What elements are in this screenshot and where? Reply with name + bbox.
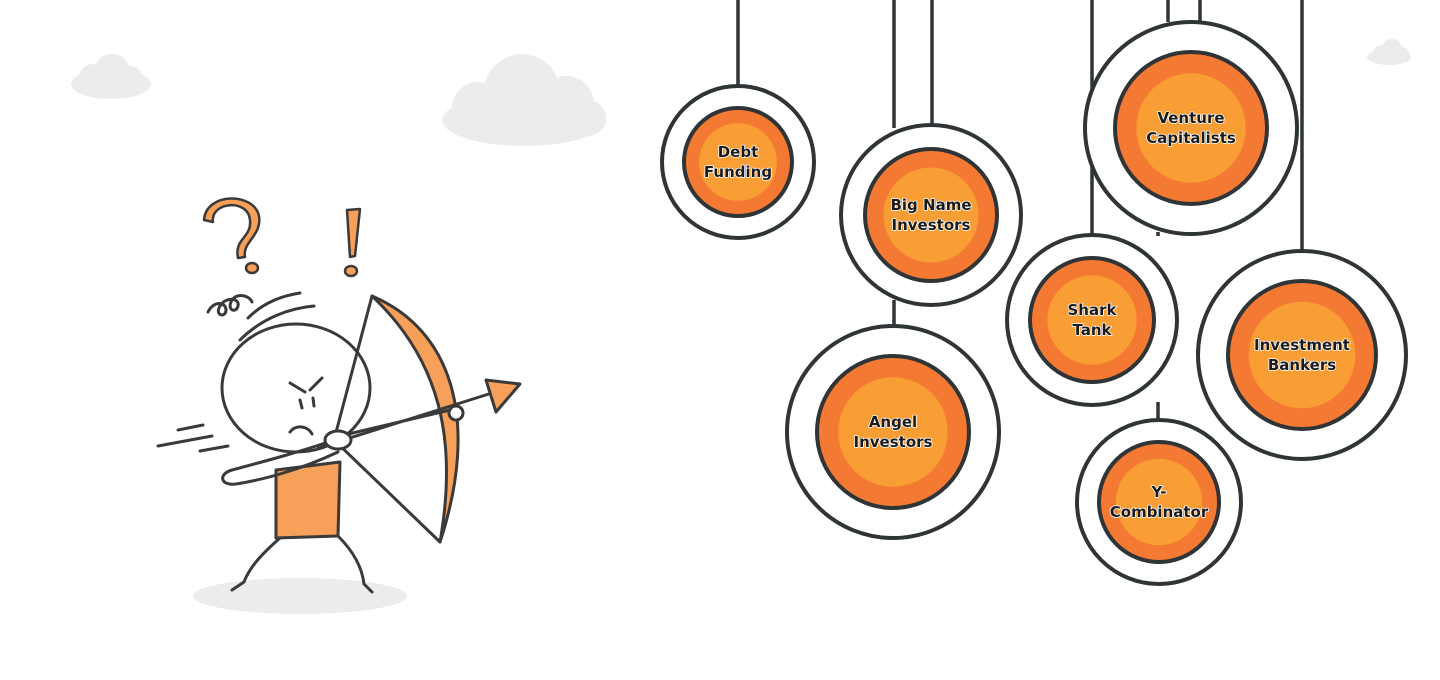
target-label: Tank [1072,321,1112,339]
target-label: Bankers [1268,356,1336,374]
target-label: Investors [892,216,971,234]
target-inner-disc [838,377,948,487]
target-label: Angel [869,413,917,431]
target-label: Funding [704,163,772,181]
target-label: Debt [718,143,759,161]
target-inner-disc [1115,458,1203,546]
target-inner-disc [883,167,979,263]
target-label: Combinator [1110,503,1209,521]
target-label: Y- [1151,483,1167,501]
ground-shadow [193,578,407,614]
exclamation-mark-icon [343,207,362,278]
target-label: Venture [1157,109,1224,127]
target-inner-disc [1047,275,1137,365]
target-label: Capitalists [1146,129,1236,147]
cloud-large-center [442,54,606,146]
target-inner-disc [699,123,777,201]
target-y-combinator: Y- Combinator [1075,418,1243,586]
target-label: Shark [1068,301,1118,319]
target-label: Investment [1254,336,1350,354]
archer-character [156,291,522,594]
question-mark-icon [202,197,261,275]
cloud-tiny-right [1367,39,1411,65]
cloud-small-left [71,54,151,99]
target-inner-disc [1136,73,1246,183]
target-inner-disc [1248,301,1356,409]
target-label: Investors [854,433,933,451]
target-label: Big Name [890,196,971,214]
